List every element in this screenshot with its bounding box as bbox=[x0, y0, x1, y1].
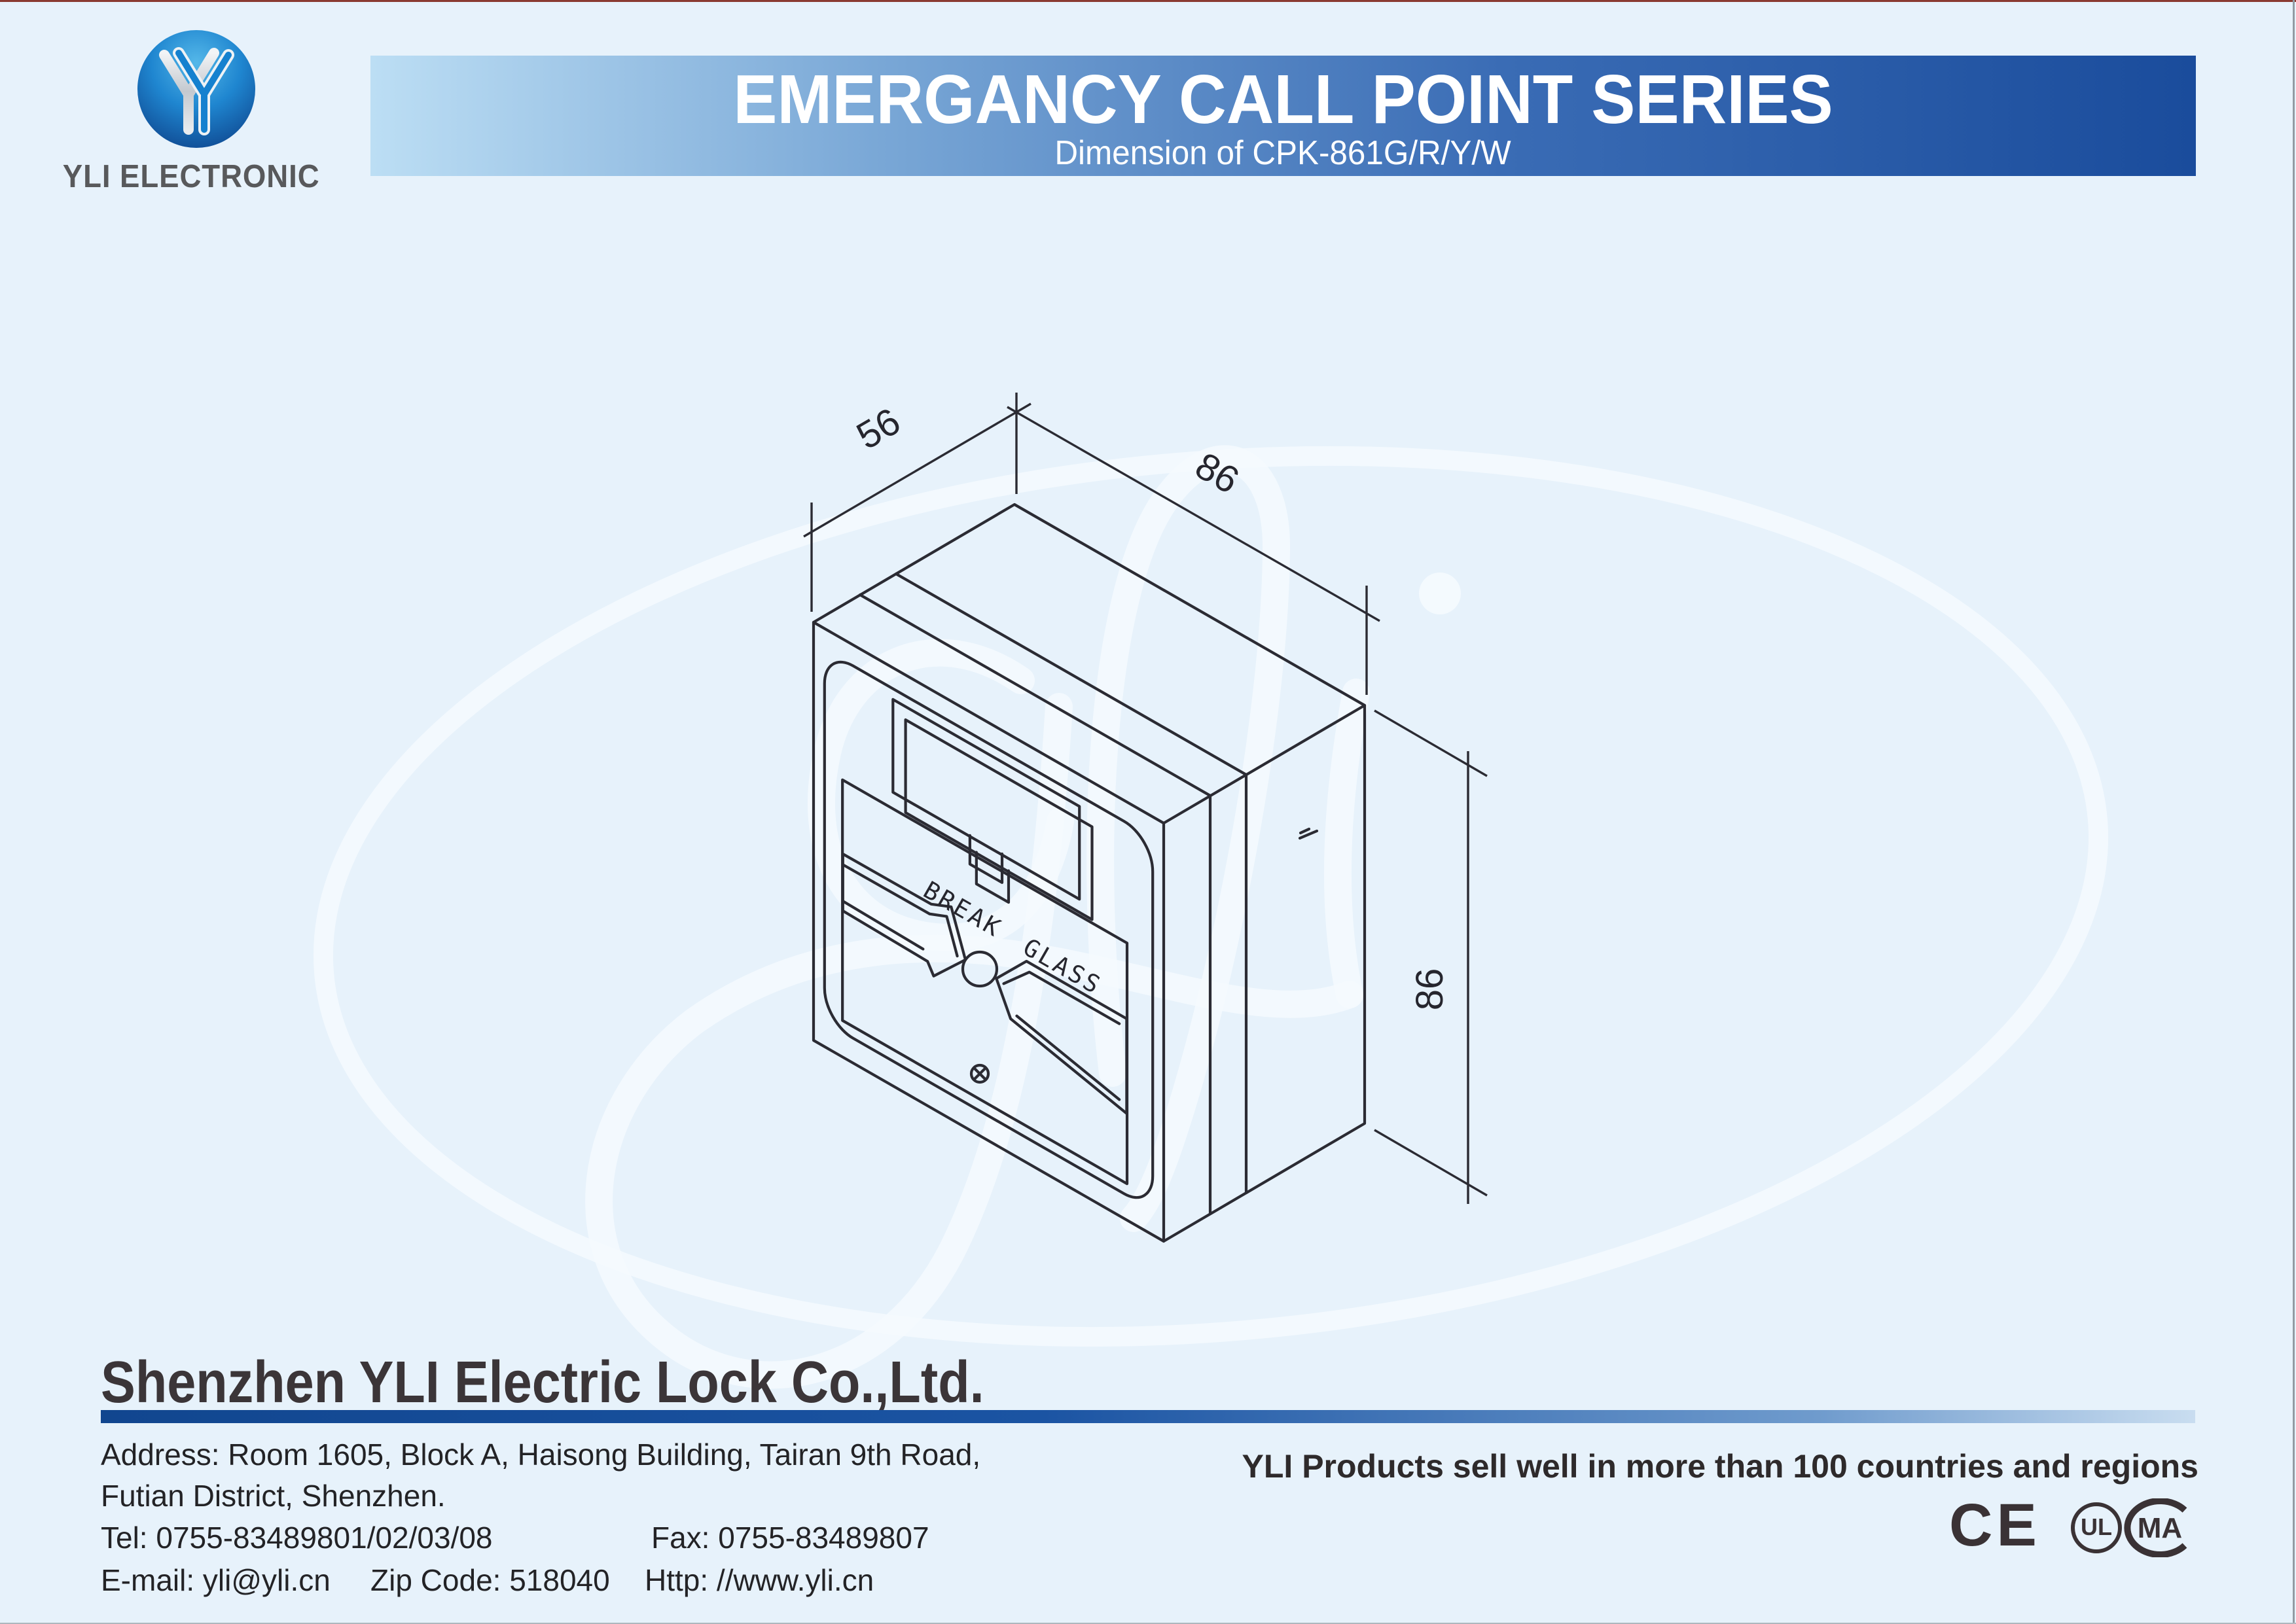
page-top-edge-line bbox=[0, 0, 2296, 2]
ma-mark-ring bbox=[2124, 1498, 2187, 1558]
page-right-edge-line bbox=[2293, 0, 2295, 1624]
ul-mark-circle bbox=[2071, 1502, 2122, 1553]
ul-mark: UL bbox=[2081, 1513, 2112, 1540]
address-line-1: Address: Room 1605, Block A, Haisong Bui… bbox=[101, 1438, 981, 1472]
window-tab-outer bbox=[970, 836, 1002, 883]
slogan: YLI Products sell well in more than 100 … bbox=[1242, 1448, 2198, 1485]
title-banner: EMERGANCY CALL POINT SERIES Dimension of… bbox=[370, 56, 2196, 176]
ma-mark: MA bbox=[2138, 1512, 2182, 1544]
yli-logo bbox=[131, 24, 262, 154]
front-bezel bbox=[825, 650, 1153, 1210]
box-inner-edges bbox=[812, 620, 1367, 1243]
address-line-2: Futian District, Shenzhen. bbox=[101, 1479, 446, 1513]
dim-depth-label: 56 bbox=[850, 400, 907, 458]
page-title: EMERGANCY CALL POINT SERIES bbox=[733, 61, 1833, 138]
isometric-call-point bbox=[812, 503, 1367, 1243]
tel-line: Tel: 0755-83489801/02/03/08 bbox=[101, 1521, 493, 1555]
yli-watermark bbox=[313, 445, 2109, 1389]
window-inner bbox=[906, 720, 1092, 919]
zip-line: Zip Code: 518040 bbox=[370, 1563, 610, 1597]
email-line: E-mail: yli@yli.cn bbox=[101, 1563, 331, 1597]
footer-divider-bar bbox=[101, 1410, 2195, 1423]
certification-marks: CE UL MA bbox=[1949, 1492, 2204, 1561]
fax-line: Fax: 0755-83489807 bbox=[651, 1521, 929, 1555]
window-tab-inner bbox=[977, 853, 1009, 902]
screw bbox=[969, 1063, 990, 1084]
footer-company-name: Shenzhen YLI Electric Lock Co.,Ltd. bbox=[101, 1350, 984, 1415]
dim-height-label: 86 bbox=[1408, 968, 1451, 1011]
http-line: Http: //www.yli.cn bbox=[645, 1563, 874, 1597]
page-subtitle: Dimension of CPK-861G/R/Y/W bbox=[1054, 134, 1512, 172]
dimensions bbox=[803, 393, 1488, 1204]
logo-company-name: YLI ELECTRONIC bbox=[62, 159, 320, 194]
page-bottom-edge-line bbox=[0, 1623, 2296, 1624]
break-button bbox=[961, 950, 999, 988]
window-outer bbox=[893, 699, 1079, 899]
ce-mark: CE bbox=[1949, 1498, 2041, 1557]
